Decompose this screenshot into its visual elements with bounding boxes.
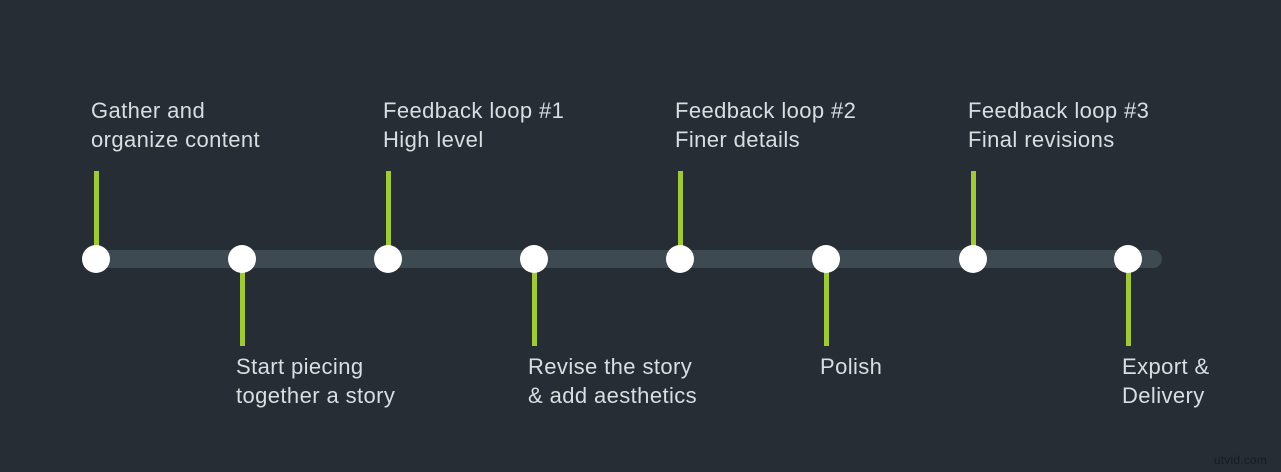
connector-line [678,171,683,251]
milestone-dot [374,245,402,273]
connector-line [386,171,391,251]
watermark: utvid.com [1213,453,1267,467]
milestone-dot [520,245,548,273]
connector-line [1126,270,1131,346]
milestone-dot [82,245,110,273]
milestone-dot [812,245,840,273]
connector-line [971,171,976,251]
connector-line [94,171,99,251]
connector-line [824,270,829,346]
milestone-label: Revise the story & add aesthetics [528,354,698,408]
milestone-dot [666,245,694,273]
milestone-label: Feedback loop #2 Finer details [675,98,857,152]
milestone-label: Polish [820,354,883,379]
milestone-label: Gather and organize content [91,98,261,152]
milestone-label: Export & Delivery [1122,354,1210,408]
milestone-dot [959,245,987,273]
connector-line [532,270,537,346]
connector-line [240,270,245,346]
milestone-label: Feedback loop #1 High level [383,98,565,152]
milestone-label: Start piecing together a story [236,354,396,408]
timeline-bar [95,250,1162,268]
milestone-label: Feedback loop #3 Final revisions [968,98,1150,152]
milestone-dot [1114,245,1142,273]
milestone-dot [228,245,256,273]
